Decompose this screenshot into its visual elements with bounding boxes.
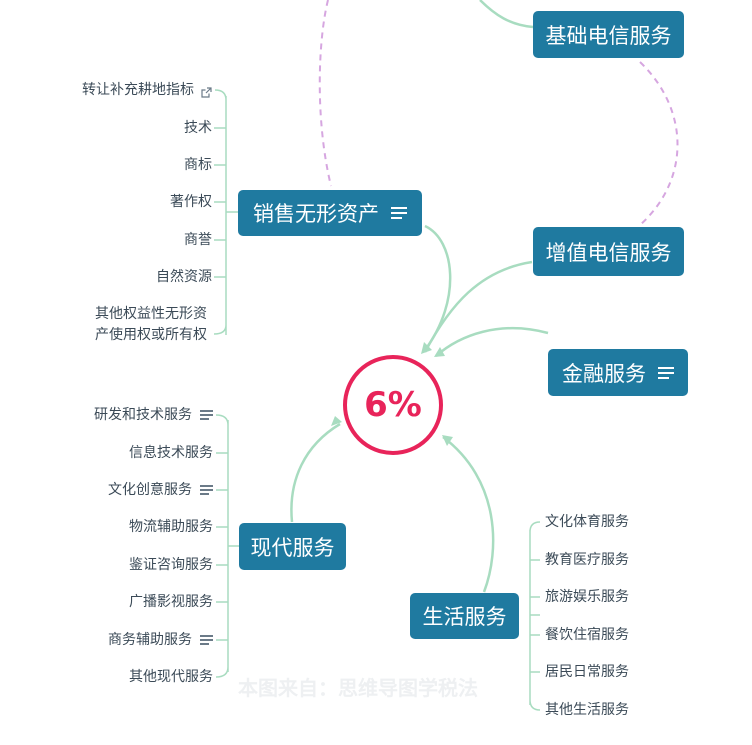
connector-modern: [290, 422, 341, 523]
leaf-label: 物流辅助服务: [129, 519, 213, 535]
leaf-life-5[interactable]: 其他生活服务: [545, 701, 629, 719]
leaf-label: 信息技术服务: [129, 445, 213, 461]
arrow-head-2: [434, 347, 445, 357]
node-finance[interactable]: 金融服务: [548, 349, 688, 396]
node-intangible-label: 销售无形资产: [253, 202, 379, 226]
leaf-label: 其他生活服务: [545, 702, 629, 718]
leaf-modern-5[interactable]: 广播影视服务: [129, 593, 213, 611]
connector-finance: [435, 326, 549, 357]
connector-value-added: [423, 260, 533, 353]
notes-icon[interactable]: [200, 485, 213, 495]
leaf-modern-6[interactable]: 商务辅助服务: [108, 631, 213, 649]
bracket-intangible: [213, 89, 238, 335]
leaf-label: 教育医疗服务: [545, 552, 629, 568]
node-modern[interactable]: 现代服务: [239, 523, 346, 570]
leaf-label: 鉴证咨询服务: [129, 557, 213, 573]
leaf-label: 文化创意服务: [108, 482, 192, 498]
leaf-label: 居民日常服务: [545, 664, 629, 680]
leaf-life-4[interactable]: 居民日常服务: [545, 663, 629, 681]
node-basic-telecom[interactable]: 基础电信服务: [533, 11, 684, 58]
leaf-modern-0[interactable]: 研发和技术服务: [94, 406, 213, 424]
leaf-intangible-4[interactable]: 商誉: [184, 231, 212, 249]
leaf-intangible-6[interactable]: 其他权益性无形资产使用权或所有权: [95, 304, 207, 346]
notes-icon[interactable]: [200, 410, 213, 420]
leaf-label: 自然资源: [156, 269, 212, 285]
leaf-intangible-5[interactable]: 自然资源: [156, 268, 212, 286]
leaf-life-2[interactable]: 旅游娱乐服务: [545, 588, 629, 606]
leaf-label: 技术: [184, 120, 212, 136]
node-life[interactable]: 生活服务: [410, 593, 519, 639]
watermark-text: 本图来自：思维导图学税法: [238, 676, 478, 700]
leaf-label: 餐饮住宿服务: [545, 627, 629, 643]
center-rate-label: 6%: [364, 385, 422, 425]
dashed-relation-top: [318, 0, 332, 187]
dashed-relation-right: [639, 61, 679, 226]
node-intangible[interactable]: 销售无形资产: [238, 190, 422, 236]
external-link-icon[interactable]: [201, 85, 212, 98]
leaf-label: 商务辅助服务: [108, 632, 192, 648]
notes-icon[interactable]: [200, 635, 213, 645]
leaf-modern-1[interactable]: 信息技术服务: [129, 444, 213, 462]
leaf-intangible-1[interactable]: 技术: [184, 119, 212, 137]
leaf-modern-7[interactable]: 其他现代服务: [129, 668, 213, 686]
leaf-label: 其他现代服务: [129, 669, 213, 685]
bracket-life: [529, 521, 541, 711]
leaf-label: 商誉: [184, 232, 212, 248]
connector-life: [442, 436, 495, 593]
arrow-head-4: [442, 435, 453, 446]
leaf-label: 旅游娱乐服务: [545, 589, 629, 605]
center-rate-circle: 6%: [343, 355, 443, 455]
leaf-label: 商标: [184, 157, 212, 173]
arrow-head-3: [331, 416, 342, 426]
leaf-label: 转让补充耕地指标: [82, 82, 194, 98]
leaf-label: 著作权: [170, 194, 212, 210]
leaf-intangible-0[interactable]: 转让补充耕地指标: [82, 81, 212, 99]
node-finance-label: 金融服务: [562, 361, 646, 386]
notes-icon[interactable]: [658, 366, 674, 379]
leaf-modern-2[interactable]: 文化创意服务: [108, 481, 213, 499]
leaf-intangible-3[interactable]: 著作权: [170, 193, 212, 211]
leaf-label: 广播影视服务: [129, 594, 213, 610]
leaf-intangible-2[interactable]: 商标: [184, 156, 212, 174]
leaf-life-0[interactable]: 文化体育服务: [545, 513, 629, 531]
leaf-life-3[interactable]: 餐饮住宿服务: [545, 626, 629, 644]
connector-basic-telecom: [479, 0, 534, 29]
bracket-modern: [215, 414, 239, 678]
leaf-life-1[interactable]: 教育医疗服务: [545, 551, 629, 569]
node-life-label: 生活服务: [422, 605, 507, 629]
node-modern-label: 现代服务: [250, 535, 335, 560]
leaf-label: 研发和技术服务: [94, 407, 192, 423]
notes-icon[interactable]: [391, 207, 407, 219]
node-value-added-telecom[interactable]: 增值电信服务: [533, 227, 684, 276]
node-value-added-telecom-label: 增值电信服务: [545, 240, 672, 265]
node-basic-telecom-label: 基础电信服务: [545, 23, 672, 48]
leaf-label: 其他权益性无形资产使用权或所有权: [95, 306, 207, 343]
leaf-modern-3[interactable]: 物流辅助服务: [129, 518, 213, 536]
arrow-head-1: [421, 342, 432, 354]
leaf-modern-4[interactable]: 鉴证咨询服务: [129, 556, 213, 574]
leaf-label: 文化体育服务: [545, 514, 629, 530]
